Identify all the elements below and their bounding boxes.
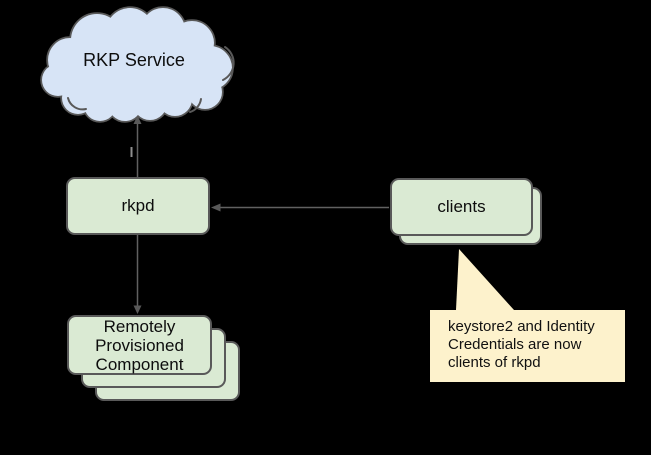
arrowhead-left-icon bbox=[211, 203, 221, 212]
arrowhead-up-icon bbox=[133, 115, 142, 124]
connector-clients-to-rkpd bbox=[211, 203, 389, 212]
node-component-label-line3: Component bbox=[95, 354, 184, 374]
callout-tail bbox=[456, 249, 514, 310]
callout-line1: keystore2 and Identity bbox=[448, 318, 595, 335]
node-rkpd: rkpd bbox=[66, 177, 210, 235]
connector-rkpd-to-rkpservice bbox=[130, 115, 142, 177]
callout-note: keystore2 and Identity Credentials are n… bbox=[430, 310, 625, 382]
connector-midline-dash bbox=[130, 147, 133, 157]
node-rkpd-label: rkpd bbox=[121, 196, 155, 215]
connector-rkpd-to-component bbox=[133, 235, 142, 314]
cloud-inner-arcs bbox=[67, 46, 235, 113]
cloud-shape bbox=[40, 6, 235, 123]
callout-line2: Credentials are now bbox=[448, 336, 582, 353]
node-component-label-line2: Provisioned bbox=[95, 335, 184, 355]
node-clients-label: clients bbox=[437, 197, 486, 216]
node-remotely-provisioned-component: Remotely Provisioned Component bbox=[67, 315, 212, 375]
node-rkp-service-label: RKP Service bbox=[83, 50, 185, 70]
node-clients: clients bbox=[390, 178, 533, 236]
callout-line3: clients of rkpd bbox=[448, 354, 541, 371]
arrowhead-down-icon bbox=[133, 305, 142, 314]
node-component-label-line1: Remotely bbox=[103, 316, 176, 336]
